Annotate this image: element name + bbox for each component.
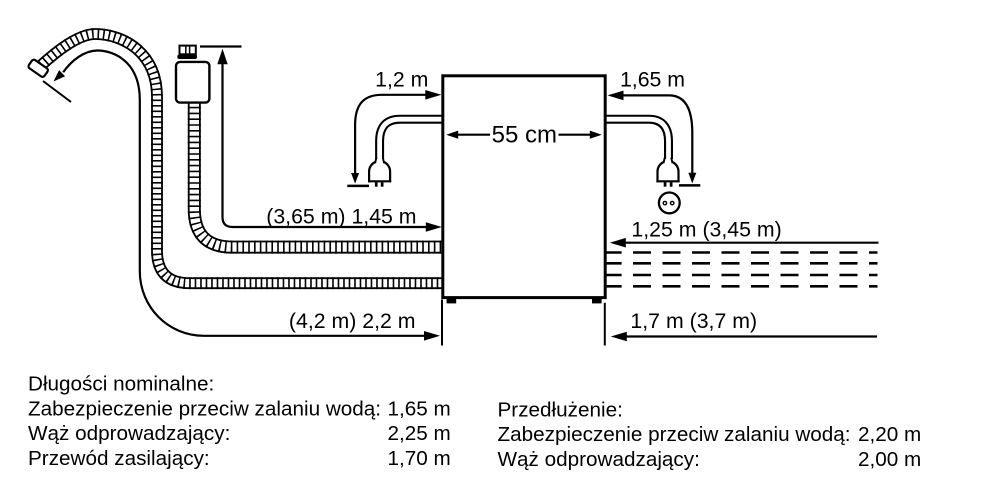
svg-text:1,7 m (3,7 m): 1,7 m (3,7 m) [630,309,757,333]
svg-text:2,20 m: 2,20 m [858,423,921,446]
svg-text:1,65 m: 1,65 m [620,67,685,91]
svg-text:Długości nominalne:: Długości nominalne: [28,372,214,395]
svg-text:1,65 m: 1,65 m [388,397,451,420]
svg-text:(4,2 m) 2,2 m: (4,2 m) 2,2 m [289,309,416,333]
svg-text:2,25 m: 2,25 m [388,422,451,445]
svg-text:2,00 m: 2,00 m [858,448,921,471]
svg-text:1,2 m: 1,2 m [375,67,428,91]
svg-text:1,25 m (3,45 m): 1,25 m (3,45 m) [631,218,781,242]
svg-text:1,70 m: 1,70 m [388,447,451,470]
svg-text:(3,65 m) 1,45 m: (3,65 m) 1,45 m [266,205,416,229]
svg-text:55 cm: 55 cm [492,122,557,149]
svg-text:Wąż odprowadzający:: Wąż odprowadzający: [28,422,230,445]
svg-text:Przedłużenie:: Przedłużenie: [498,398,623,421]
svg-text:Zabezpieczenie przeciw zalaniu: Zabezpieczenie przeciw zalaniu wodą: [28,397,381,420]
svg-text:Zabezpieczenie przeciw zalaniu: Zabezpieczenie przeciw zalaniu wodą: [498,423,851,446]
svg-text:Wąż odprowadzający:: Wąż odprowadzający: [498,448,700,471]
svg-text:Przewód zasilający:: Przewód zasilający: [28,447,210,470]
